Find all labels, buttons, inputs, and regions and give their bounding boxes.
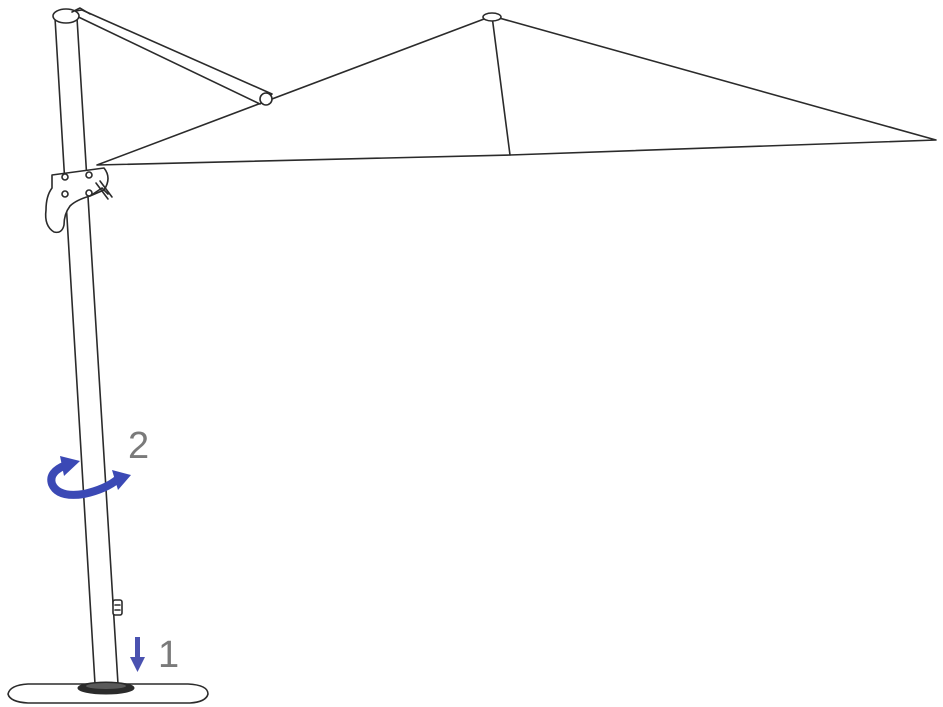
umbrella-pole	[52, 7, 119, 685]
hinge-bracket	[44, 167, 113, 234]
rotate-arrow-icon	[47, 456, 131, 499]
umbrella-base	[7, 681, 209, 704]
umbrella-canopy	[96, 12, 937, 166]
arrow-down-icon	[130, 637, 145, 672]
pole-latch	[112, 599, 123, 616]
support-arm	[67, 9, 273, 106]
step-1-label: 1	[158, 634, 179, 676]
step-2-label: 2	[128, 425, 149, 467]
